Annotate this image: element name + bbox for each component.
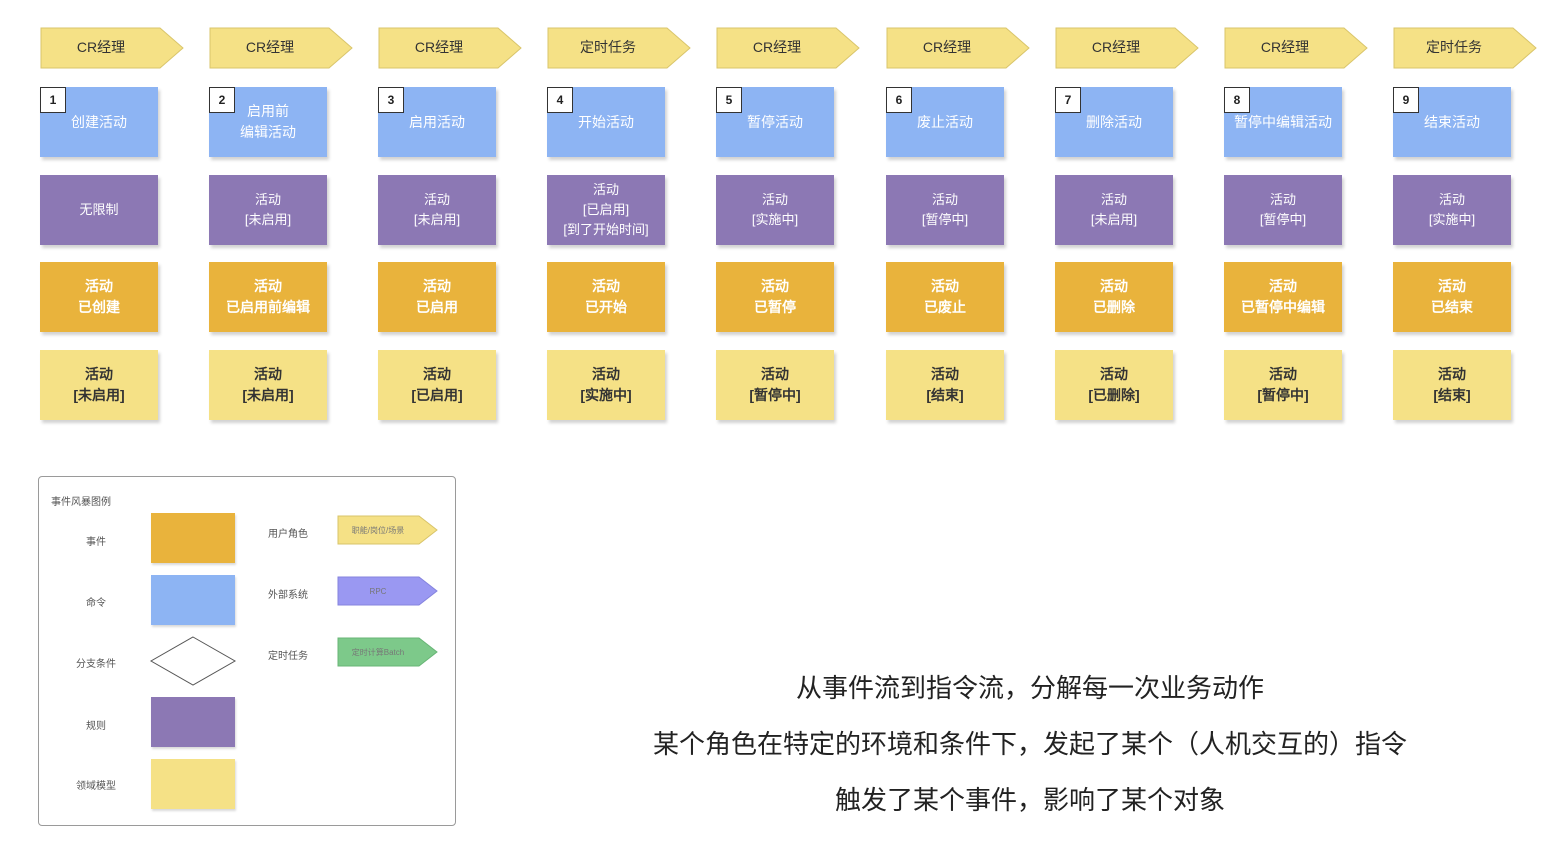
- policy-card: 活动 [未启用]: [209, 175, 327, 245]
- legend-external-sample: RPC: [369, 586, 387, 596]
- step-number: 3: [378, 87, 404, 113]
- event-card: 活动 已废止: [886, 262, 1004, 332]
- actor-arrow: 定时任务: [1393, 26, 1538, 70]
- step-number: 2: [209, 87, 235, 113]
- caption-line-1: 从事件流到指令流，分解每一次业务动作: [795, 674, 1264, 704]
- actor-arrow: CR经理: [716, 26, 861, 70]
- legend-title: 事件风暴图例: [51, 497, 111, 508]
- actor-arrow: CR经理: [1224, 26, 1369, 70]
- actor-label: CR经理: [922, 39, 972, 55]
- caption-line-2: 某个角色在特定的环境和条件下，发起了某个（人机交互的）指令: [652, 730, 1407, 760]
- actor-label: CR经理: [1091, 39, 1141, 55]
- actor-label: CR经理: [1260, 39, 1310, 55]
- actor-label: 定时任务: [580, 39, 636, 55]
- step-number: 5: [716, 87, 742, 113]
- step-number: 1: [40, 87, 66, 113]
- aggregate-card: 活动 [已删除]: [1055, 350, 1173, 420]
- legend-external-arrow: RPC: [337, 576, 439, 613]
- policy-card: 活动 [实施中]: [716, 175, 834, 245]
- event-card: 活动 已启用: [378, 262, 496, 332]
- event-card: 活动 已启用前编辑: [209, 262, 327, 332]
- legend-event-label: 事件: [86, 537, 106, 548]
- actor-label: CR经理: [414, 39, 464, 55]
- aggregate-card: 活动 [已启用]: [378, 350, 496, 420]
- legend-aggregate-swatch: [151, 759, 235, 809]
- event-card: 活动 已暂停中编辑: [1224, 262, 1342, 332]
- event-card: 活动 已开始: [547, 262, 665, 332]
- aggregate-card: 活动 [实施中]: [547, 350, 665, 420]
- policy-card: 活动 [已启用] [到了开始时间]: [547, 175, 665, 245]
- actor-label: 定时任务: [1426, 39, 1482, 55]
- aggregate-card: 活动 [结束]: [1393, 350, 1511, 420]
- caption-line-3: 触发了某个事件，影响了某个对象: [834, 786, 1225, 816]
- policy-card: 无限制: [40, 175, 158, 245]
- event-card: 活动 已暂停: [716, 262, 834, 332]
- legend-timer-sample: 定时计算Batch: [351, 647, 405, 657]
- policy-card: 活动 [暂停中]: [886, 175, 1004, 245]
- legend-branch-label: 分支条件: [76, 659, 116, 670]
- command-card: 暂停活动: [716, 87, 834, 157]
- aggregate-card: 活动 [暂停中]: [716, 350, 834, 420]
- actor-arrow: CR经理: [209, 26, 354, 70]
- policy-card: 活动 [未启用]: [1055, 175, 1173, 245]
- legend-timer-arrow: 定时计算Batch: [337, 637, 439, 674]
- legend-command-label: 命令: [86, 598, 106, 609]
- legend: 事件风暴图例 事件 命令 分支条件 规则 领域模型 用户角色 职能/岗位/场景 …: [38, 476, 456, 826]
- legend-user-role-sample: 职能/岗位/场景: [351, 525, 405, 535]
- legend-event-swatch: [151, 513, 235, 563]
- aggregate-card: 活动 [结束]: [886, 350, 1004, 420]
- actor-arrow: CR经理: [378, 26, 523, 70]
- policy-card: 活动 [暂停中]: [1224, 175, 1342, 245]
- legend-command-swatch: [151, 575, 235, 625]
- event-card: 活动 已创建: [40, 262, 158, 332]
- actor-arrow: CR经理: [40, 26, 185, 70]
- step-number: 6: [886, 87, 912, 113]
- actor-arrow: CR经理: [1055, 26, 1200, 70]
- legend-external-label: 外部系统: [268, 590, 308, 601]
- aggregate-card: 活动 [暂停中]: [1224, 350, 1342, 420]
- policy-card: 活动 [实施中]: [1393, 175, 1511, 245]
- legend-branch-diamond-icon: [149, 636, 237, 686]
- legend-aggregate-label: 领域模型: [76, 781, 116, 792]
- actor-label: CR经理: [76, 39, 126, 55]
- aggregate-card: 活动 [未启用]: [209, 350, 327, 420]
- legend-policy-swatch: [151, 697, 235, 747]
- event-card: 活动 已删除: [1055, 262, 1173, 332]
- step-number: 9: [1393, 87, 1419, 113]
- event-card: 活动 已结束: [1393, 262, 1511, 332]
- legend-policy-label: 规则: [86, 721, 106, 732]
- legend-timer-label: 定时任务: [268, 651, 308, 662]
- actor-arrow: CR经理: [886, 26, 1031, 70]
- legend-user-role-label: 用户角色: [268, 529, 308, 540]
- actor-arrow: 定时任务: [547, 26, 692, 70]
- actor-label: CR经理: [752, 39, 802, 55]
- aggregate-card: 活动 [未启用]: [40, 350, 158, 420]
- step-number: 7: [1055, 87, 1081, 113]
- step-number: 4: [547, 87, 573, 113]
- actor-label: CR经理: [245, 39, 295, 55]
- step-number: 8: [1224, 87, 1250, 113]
- legend-user-role-arrow: 职能/岗位/场景: [337, 515, 439, 552]
- policy-card: 活动 [未启用]: [378, 175, 496, 245]
